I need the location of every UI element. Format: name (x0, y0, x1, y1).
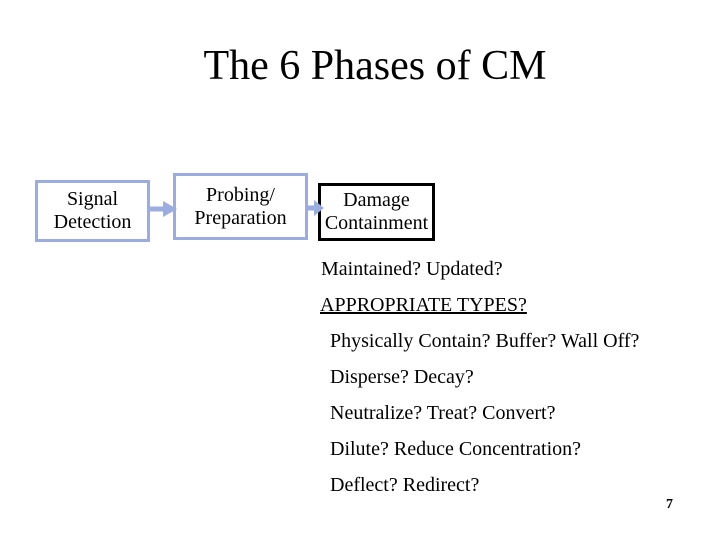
flow-box-probing-preparation: Probing/ Preparation (173, 173, 308, 240)
note-neutralize-treat-convert: Neutralize? Treat? Convert? (330, 402, 556, 424)
note-physically-contain: Physically Contain? Buffer? Wall Off? (330, 330, 640, 352)
flow-box-damage-containment: Damage Containment (318, 183, 435, 241)
flow-box-label: Signal Detection (53, 188, 132, 233)
note-disperse-decay: Disperse? Decay? (330, 366, 474, 388)
flow-box-label: Damage Containment (324, 189, 429, 234)
flow-box-signal-detection: Signal Detection (35, 180, 150, 242)
note-appropriate-types: APPROPRIATE TYPES? (320, 294, 527, 316)
block-arrow-right-icon (306, 200, 324, 216)
block-arrow-right-icon (148, 201, 177, 217)
flow-box-label: Probing/ Preparation (194, 183, 287, 229)
page-number: 7 (666, 497, 673, 512)
note-dilute-reduce-concentration: Dilute? Reduce Concentration? (330, 438, 582, 460)
slide-title: The 6 Phases of CM (203, 43, 547, 89)
note-deflect-redirect: Deflect? Redirect? (330, 474, 480, 496)
note-maintained-updated: Maintained? Updated? (321, 258, 503, 280)
